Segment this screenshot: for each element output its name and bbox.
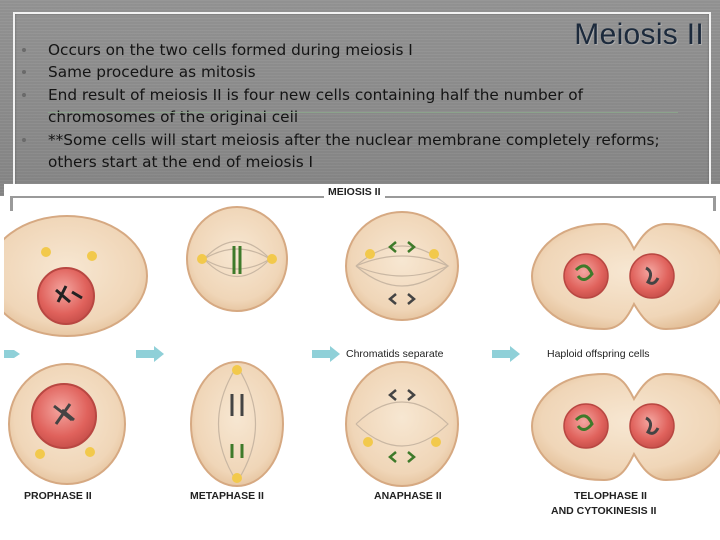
bullet-item: **Some cells will start meiosis after th… (20, 129, 660, 174)
stage-label-anaphase: ANAPHASE II (374, 490, 442, 502)
bullet-list: Occurs on the two cells formed during me… (20, 39, 660, 173)
label-chromatids-separate: Chromatids separate (346, 348, 444, 360)
stage-label-prophase: PROPHASE II (24, 490, 92, 502)
slide-header-area: Meiosis II Occurs on the two cells forme… (0, 0, 720, 214)
meiosis-figure: MEIOSIS II Chromatids separate Haploid o… (4, 184, 720, 540)
bullet-item: Occurs on the two cells formed during me… (20, 39, 660, 61)
figure-heading: MEIOSIS II (324, 186, 385, 198)
figure-bracket-left (10, 197, 13, 211)
metaphase-cell-top (186, 206, 288, 312)
stage-label-telophase: TELOPHASE II (574, 490, 647, 502)
stage-label-metaphase: METAPHASE II (190, 490, 264, 502)
cell-diagram (4, 206, 720, 487)
bullet-item: End result of meiosis II is four new cel… (20, 84, 660, 129)
metaphase-cell-bottom (190, 361, 284, 487)
label-haploid-offspring: Haploid offspring cells (547, 348, 650, 360)
stage-label-cytokinesis: AND CYTOKINESIS II (551, 505, 657, 517)
slide-title: Meiosis II (574, 18, 704, 51)
figure-bracket-right (713, 197, 716, 211)
bullet-icon (22, 48, 26, 52)
telophase-cells-top (530, 222, 720, 331)
divider-line (48, 112, 678, 113)
arrow-icons (4, 346, 520, 362)
slide-frame (13, 12, 711, 214)
prophase-cell-bottom (8, 363, 126, 485)
anaphase-cell-bottom (345, 361, 459, 487)
prophase-cell-top (4, 215, 148, 337)
bullet-icon (22, 137, 26, 142)
anaphase-cell-top (345, 211, 459, 321)
bullet-item: Same procedure as mitosis (20, 61, 660, 83)
bullet-icon (22, 70, 26, 75)
bullet-icon (22, 92, 26, 97)
telophase-cells-bottom (530, 372, 720, 482)
